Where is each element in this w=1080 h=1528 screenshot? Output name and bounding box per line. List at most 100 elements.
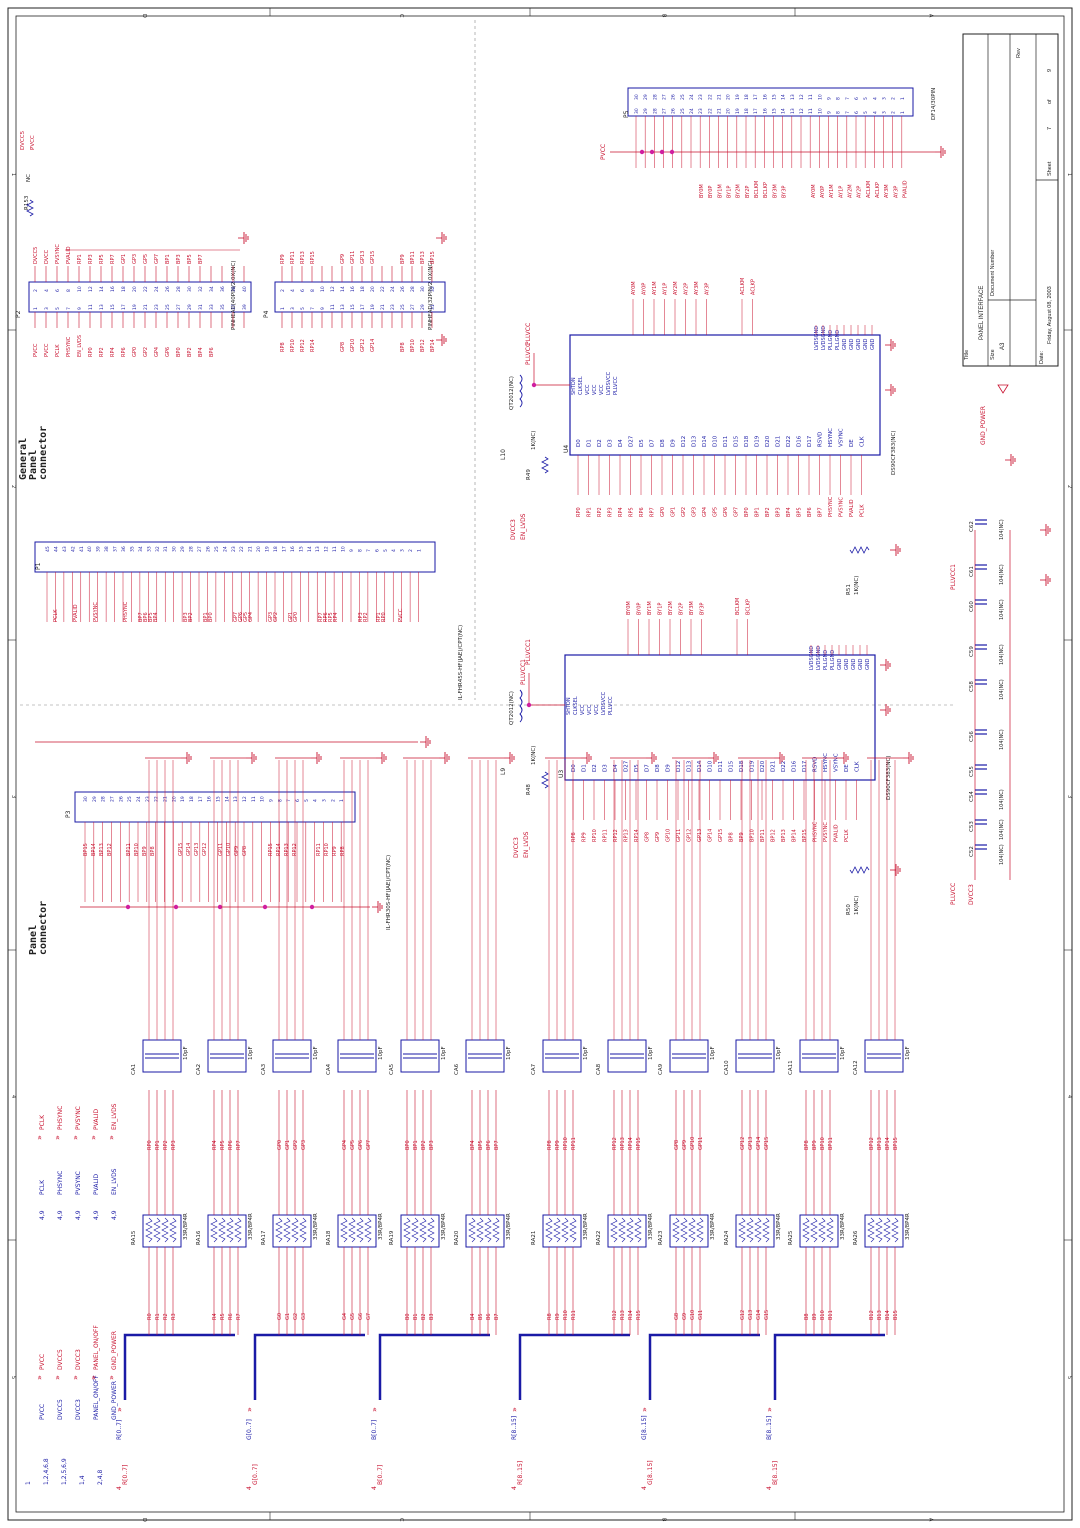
net-label: BY2P: [745, 186, 751, 198]
inner-border: [15, 15, 1065, 1513]
pin-number: 11: [88, 304, 94, 310]
pin-number: 24: [689, 94, 695, 100]
net-label: RP10: [563, 1137, 569, 1150]
pin-name: VCC: [580, 704, 586, 715]
net-label: RP4: [110, 347, 116, 357]
resistor-element: [875, 1217, 883, 1243]
net-label: RP4: [333, 612, 339, 622]
net-label: G14: [756, 1310, 762, 1320]
pin-name: PLLGND: [830, 650, 836, 670]
pin-number: 20: [256, 546, 262, 552]
net-label: G8: [674, 1313, 680, 1320]
net-label: BP4: [786, 507, 792, 517]
net-label: BP7: [494, 1140, 500, 1150]
pin-number: 14: [224, 796, 230, 802]
net-label: GP4: [248, 612, 254, 622]
resistor-element: [210, 1217, 218, 1243]
resistor-element: [754, 1217, 762, 1243]
cap-ref: C61: [969, 566, 975, 577]
ground-symbol: [376, 752, 387, 764]
r153-ref: R153: [24, 195, 30, 210]
net-label: GP14: [370, 339, 376, 352]
net-label: AY0P: [642, 283, 648, 295]
net-label: GP6: [723, 507, 729, 517]
net-label: GP4: [154, 347, 160, 357]
cap-array-val: 10pF: [583, 1046, 589, 1060]
sheet-total: 9: [1047, 69, 1053, 72]
resistor-element: [634, 1217, 642, 1243]
resistor-element: [883, 1217, 891, 1243]
pin-name: D16: [797, 435, 803, 447]
port-pin: 4,9: [111, 1210, 118, 1220]
net-label: BP8: [150, 846, 156, 856]
pin-number: 13: [790, 94, 796, 100]
border-zone-number: 2: [10, 485, 16, 488]
net-label: BP2: [187, 347, 193, 357]
net-label: R15: [636, 1310, 642, 1320]
pin-number: 37: [231, 304, 237, 310]
ground-symbol: [181, 752, 192, 764]
pin-number: 34: [138, 546, 144, 552]
pin-name: GND: [842, 338, 848, 350]
net-label: AY1M: [652, 281, 658, 295]
cap-array-ref: CA1: [131, 1064, 137, 1075]
net-label: GP15: [178, 843, 184, 856]
rpack-ref: RA19: [389, 1230, 395, 1245]
pin-name: GND: [837, 658, 843, 670]
net-label: BP11: [126, 843, 132, 856]
rpack-ref: RA18: [326, 1230, 332, 1245]
net-label: BP8: [729, 832, 735, 842]
ground-symbol: [903, 752, 914, 764]
pin-number: 16: [350, 286, 356, 292]
ground-symbol: [1040, 574, 1051, 586]
inductor-part: QT2012(NC): [509, 376, 515, 410]
net-label: RP8: [547, 1140, 553, 1150]
pin-number: 23: [698, 94, 704, 100]
net-label: BP1: [755, 507, 761, 517]
pin-number: 17: [753, 94, 759, 100]
pin-number: 26: [165, 286, 171, 292]
net-label: RP2: [99, 347, 105, 357]
cap-ref: C56: [969, 731, 975, 742]
net-label: BP7: [198, 254, 204, 264]
pin-number: 25: [400, 304, 406, 310]
u3-part: DS90CF383(NC): [886, 756, 892, 800]
pin-number: 14: [307, 546, 313, 552]
pin-number: 26: [205, 546, 211, 552]
cap-array-val: 10pF: [506, 1046, 512, 1060]
bus-port: G[8..15]: [647, 1460, 654, 1485]
pin-number: 41: [79, 546, 85, 552]
net-label: RP2: [597, 507, 603, 517]
port-arrow-icon: »: [35, 1135, 44, 1140]
net-label: PVALID: [66, 246, 72, 264]
port-net: PCLK: [39, 1114, 46, 1130]
resistor-element: [746, 1217, 754, 1243]
port-pin: 4,9: [93, 1210, 100, 1220]
net-label: R6: [228, 1313, 234, 1320]
net-label: BP14: [430, 339, 436, 352]
pin-number: 2: [891, 111, 897, 114]
net-label: GP5: [143, 254, 149, 264]
pin-number: 23: [154, 304, 160, 310]
bus-page: 4: [641, 1486, 648, 1490]
pin-number: 28: [189, 546, 195, 552]
net-label: RP10: [324, 843, 330, 856]
resistor-element: [468, 1217, 476, 1243]
cap-array-ref: CA7: [531, 1063, 537, 1075]
net-label: R11: [571, 1310, 577, 1320]
net-label: BY1M: [717, 184, 723, 198]
net-label: PHSYNC: [66, 336, 72, 357]
pin-name: LVDSGND: [814, 326, 820, 350]
pin-number: 15: [110, 304, 116, 310]
resistor-element: [867, 1217, 875, 1243]
net-label: RP13: [300, 251, 306, 264]
rpack-body: [864, 1214, 904, 1248]
bus-line: [518, 1333, 630, 1400]
net-label: AY3P: [893, 186, 899, 198]
pin-number: 11: [808, 94, 814, 100]
